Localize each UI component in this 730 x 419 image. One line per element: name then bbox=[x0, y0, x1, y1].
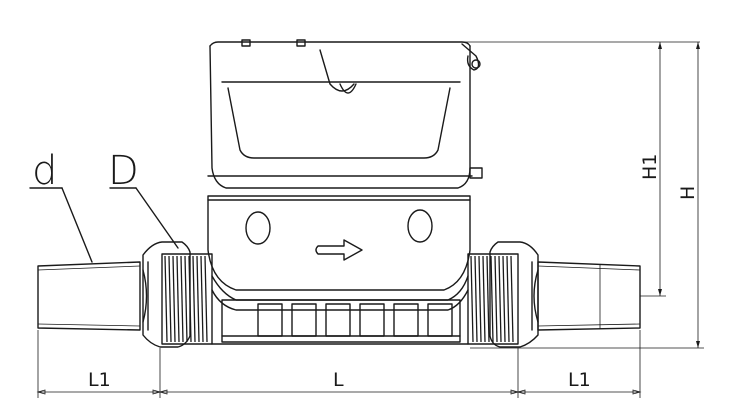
body-rib bbox=[359, 303, 385, 337]
flow-arrow-icon bbox=[315, 239, 363, 261]
right-tailpiece bbox=[537, 261, 641, 331]
thread-line bbox=[196, 255, 200, 343]
thread-line bbox=[486, 255, 490, 343]
body-rib bbox=[427, 303, 453, 337]
body-rib bbox=[393, 303, 419, 337]
thread-line bbox=[204, 255, 208, 343]
thread-line bbox=[502, 255, 506, 343]
dimension-lines-horizontal: L1 L L1 bbox=[36, 330, 642, 398]
body-rib bbox=[257, 303, 283, 337]
label-h: H bbox=[677, 186, 699, 200]
thread-line bbox=[180, 255, 184, 343]
callout-d: d bbox=[29, 148, 93, 263]
thread-line bbox=[164, 255, 168, 343]
thread-line bbox=[192, 255, 196, 343]
thread-line bbox=[474, 255, 478, 343]
thread-line bbox=[506, 255, 510, 343]
thread-line bbox=[494, 255, 498, 343]
thread-line bbox=[490, 255, 494, 343]
right-thread bbox=[467, 253, 519, 345]
label-l1-left: L1 bbox=[88, 369, 111, 391]
thread-line bbox=[172, 255, 176, 343]
body-rib bbox=[325, 303, 351, 337]
label-l1-right: L1 bbox=[568, 369, 591, 391]
thread-line bbox=[200, 255, 204, 343]
left-tailpiece bbox=[37, 261, 141, 331]
thread-line bbox=[184, 255, 188, 343]
thread-line bbox=[470, 255, 474, 343]
thread-line bbox=[188, 255, 192, 343]
label-d: d bbox=[32, 148, 57, 194]
left-thread bbox=[161, 253, 213, 345]
thread-line bbox=[168, 255, 172, 343]
callout-D: D bbox=[108, 148, 179, 249]
register-lid bbox=[207, 39, 483, 189]
left-union-nut bbox=[142, 241, 191, 348]
meter-body bbox=[207, 195, 471, 345]
body-rib bbox=[291, 303, 317, 337]
dimension-lines-vertical: H1 H bbox=[300, 41, 704, 349]
thread-line bbox=[176, 255, 180, 343]
thread-line bbox=[482, 255, 486, 343]
thread-line bbox=[478, 255, 482, 343]
label-h1: H1 bbox=[639, 154, 661, 180]
thread-line bbox=[498, 255, 502, 343]
right-union-nut bbox=[489, 241, 539, 348]
thread-line bbox=[510, 255, 514, 343]
label-D: D bbox=[108, 148, 139, 194]
label-l: L bbox=[333, 369, 344, 391]
